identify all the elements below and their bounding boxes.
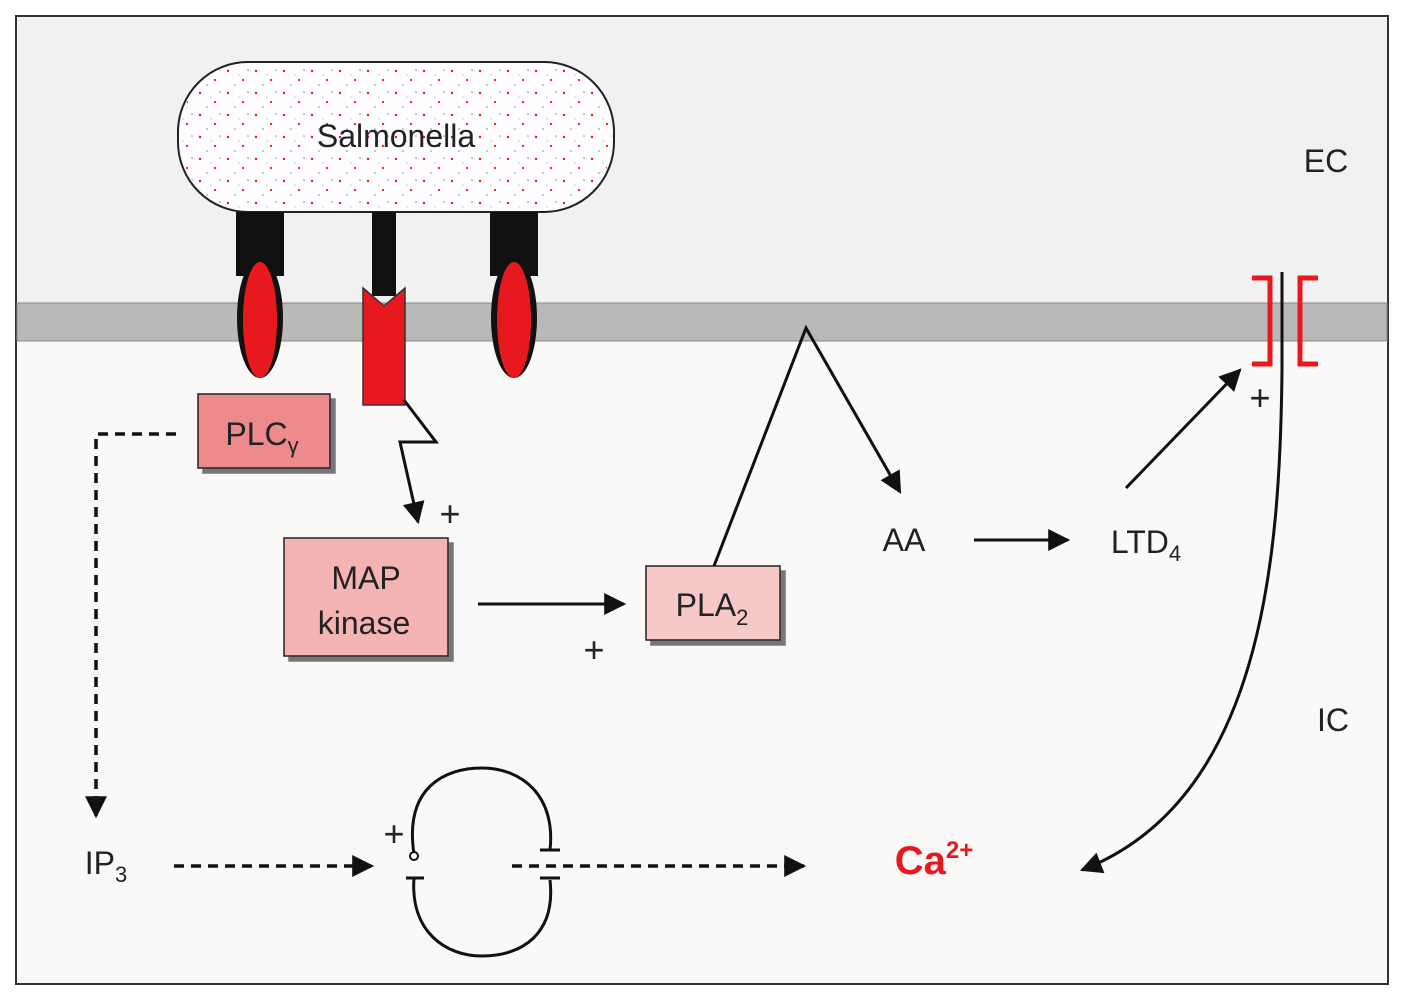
plus-pla2: + bbox=[583, 629, 604, 670]
pla2-box: PLA2 bbox=[645, 565, 781, 641]
solid-arrows bbox=[398, 272, 1284, 874]
calcium-store bbox=[406, 766, 560, 958]
ec-label: EC bbox=[1304, 143, 1348, 179]
dashed-arrows bbox=[85, 432, 807, 877]
ip-label: IP bbox=[85, 845, 115, 881]
arrow-receptor-to-map bbox=[398, 399, 440, 525]
plc-subscript: γ bbox=[288, 433, 299, 458]
arrow-channel-to-calcium bbox=[1079, 272, 1284, 874]
svg-text:PLCγ: PLCγ bbox=[225, 416, 298, 458]
plus-store: + bbox=[383, 813, 404, 854]
salmonella-label: Salmonella bbox=[317, 118, 476, 154]
middle-adhesin-receptor bbox=[362, 212, 406, 406]
ion-channel bbox=[1252, 275, 1318, 367]
calcium-text: Ca2+ bbox=[895, 837, 974, 883]
arrow-pla2-to-aa bbox=[712, 324, 902, 567]
plc-label: PLC bbox=[225, 416, 287, 452]
cell-membrane bbox=[16, 302, 1388, 342]
pla-subscript: 2 bbox=[736, 605, 748, 630]
ic-label: IC bbox=[1317, 702, 1349, 738]
pla-label: PLA bbox=[676, 587, 737, 623]
ltd-label: LTD bbox=[1111, 524, 1169, 560]
ip3-text: IP3 bbox=[85, 845, 127, 887]
ca-superscript: 2+ bbox=[946, 837, 973, 864]
plc-gamma-box: PLCγ bbox=[197, 393, 331, 469]
ip-subscript: 3 bbox=[115, 862, 127, 887]
plus-channel: + bbox=[1249, 377, 1270, 418]
kinase-label: kinase bbox=[318, 605, 411, 641]
right-adhesin-receptor bbox=[490, 212, 538, 378]
map-label: MAP bbox=[331, 560, 400, 596]
ltd-subscript: 4 bbox=[1169, 541, 1181, 566]
left-adhesin-receptor bbox=[236, 212, 284, 378]
svg-text:PLA2: PLA2 bbox=[676, 587, 749, 630]
ltd4-text: LTD4 bbox=[1111, 524, 1181, 566]
arrow-plc-to-ip3 bbox=[85, 432, 176, 819]
arrow-ltd4-to-channel bbox=[1124, 368, 1242, 490]
ca-label: Ca bbox=[895, 839, 947, 883]
aa-label: AA bbox=[883, 522, 926, 558]
salmonella-bacterium: Salmonella bbox=[177, 61, 615, 213]
plus-signs: + + + + bbox=[383, 377, 1270, 854]
plus-map-kinase: + bbox=[439, 493, 460, 534]
map-kinase-box: MAP kinase bbox=[283, 537, 449, 657]
